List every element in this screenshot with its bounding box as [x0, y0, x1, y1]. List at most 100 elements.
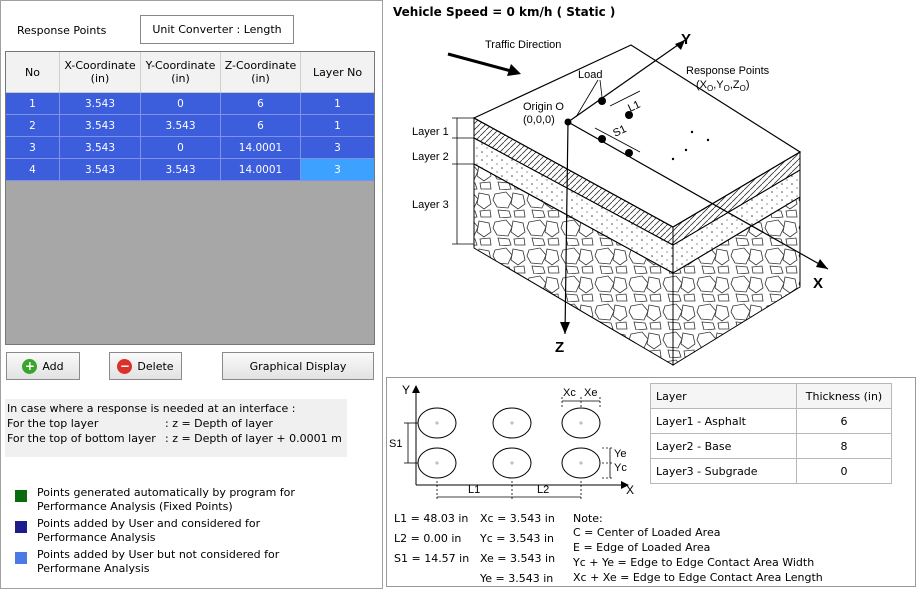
plus-icon: +: [22, 358, 38, 374]
unit-converter-button[interactable]: Unit Converter : Length: [140, 15, 294, 44]
info-top-value: : z = Depth of layer: [165, 417, 273, 430]
coord-x: (X: [696, 79, 708, 91]
s1-dim-line: [594, 127, 641, 153]
traffic-arrow-head: [507, 64, 521, 76]
z-axis-arrow: [560, 322, 570, 334]
note-c: C = Center of Loaded Area: [573, 526, 721, 539]
cell-no[interactable]: 3: [6, 137, 60, 159]
bottom-x-axis-label: X: [626, 483, 634, 497]
cell-z[interactable]: 6: [221, 93, 301, 115]
l1-dim-line: [609, 90, 641, 107]
table-row[interactable]: 3 3.543 0 14.0001 3: [6, 137, 374, 159]
l2-value: L2 = 0.00 in: [394, 532, 462, 545]
col-header-z[interactable]: Z-Coordinate (in): [221, 52, 301, 92]
response-points-label: Response Points: [686, 65, 770, 77]
cell-z[interactable]: 14.0001: [221, 159, 301, 181]
yc-label: Yc: [614, 462, 627, 474]
legend-text: Points generated automatically by progra…: [37, 486, 295, 513]
layer-thickness[interactable]: 8: [796, 433, 892, 459]
xe-value: Xe = 3.543 in: [480, 552, 556, 565]
legend-item: Points added by User and considered for …: [15, 517, 305, 545]
y-axis-line: [567, 39, 686, 123]
load-label: Load: [578, 69, 602, 81]
xc-value: Xc = 3.543 in: [480, 512, 555, 525]
l1-value: L1 = 48.03 in: [394, 512, 469, 525]
layer-thickness[interactable]: 6: [796, 408, 892, 434]
center-marks: [435, 421, 583, 465]
legend-text: Points added by User and considered for …: [37, 517, 261, 544]
traffic-direction-label: Traffic Direction: [485, 39, 561, 51]
legend-swatch-blue: [15, 552, 27, 564]
ye-label: Ye: [614, 448, 626, 460]
layer-name: Layer2 - Base: [650, 433, 797, 459]
note-yc-ye: Yc + Ye = Edge to Edge Contact Area Widt…: [573, 556, 815, 569]
table-row[interactable]: 1 3.543 0 6 1: [6, 93, 374, 115]
coord-z: ,Z: [730, 79, 740, 91]
add-button[interactable]: + Add: [6, 352, 80, 380]
header-layer: Layer: [650, 383, 797, 409]
table-row[interactable]: Layer2 - Base 8: [650, 433, 892, 459]
coord-close: ): [746, 79, 750, 91]
sub-o: O: [740, 84, 746, 93]
cell-no[interactable]: 2: [6, 115, 60, 137]
col-header-x[interactable]: X-Coordinate (in): [60, 52, 141, 92]
col-header-layer[interactable]: Layer No: [312, 65, 363, 79]
load-point: [598, 97, 606, 105]
cell-x[interactable]: 3.543: [60, 159, 141, 181]
load-point: [598, 135, 606, 143]
cell-y[interactable]: 3.543: [141, 159, 221, 181]
interface-info-box: In case where a response is needed at an…: [5, 399, 347, 457]
note-title: Note:: [573, 512, 603, 525]
col-header-y[interactable]: Y-Coordinate (in): [141, 52, 221, 92]
table-row[interactable]: Layer1 - Asphalt 6: [650, 408, 892, 434]
response-point: [684, 148, 688, 152]
layer-thickness[interactable]: 0: [796, 458, 892, 484]
cell-x[interactable]: 3.543: [60, 93, 141, 115]
table-row[interactable]: 4 3.543 3.543 14.0001 3: [6, 159, 374, 181]
table-header-row: Layer Thickness (in): [650, 383, 892, 409]
cell-layer[interactable]: 3: [301, 137, 374, 159]
cell-y[interactable]: 3.543: [141, 115, 221, 137]
x-axis-line: [567, 121, 829, 270]
cell-no[interactable]: 4: [6, 159, 60, 181]
col-header-no[interactable]: No: [6, 52, 60, 92]
s1-value: S1 = 14.57 in: [394, 552, 470, 565]
cell-y[interactable]: 0: [141, 137, 221, 159]
y-axis-label: Y: [681, 31, 691, 48]
cell-no[interactable]: 1: [6, 93, 60, 115]
z-axis-line: [564, 121, 569, 335]
info-line: In case where a response is needed at an…: [7, 402, 296, 415]
y-axis-arrow: [675, 40, 685, 50]
pavement-3d-diagram: Y X Z Traffic Direction Load Origin O (0…: [412, 31, 829, 366]
ye-value: Ye = 3.543 in: [480, 572, 554, 585]
response-points-grid: No X-Coordinate (in) Y-Coordinate (in) Z…: [5, 51, 375, 345]
layer-thickness-table: Layer Thickness (in) Layer1 - Asphalt 6 …: [650, 383, 892, 484]
load-leader: [599, 79, 603, 98]
note-xc-xe: Xc + Xe = Edge to Edge Contact Area Leng…: [573, 571, 823, 584]
cell-x[interactable]: 3.543: [60, 137, 141, 159]
s1-label: S1: [611, 123, 628, 140]
cell-layer-selected[interactable]: 3: [301, 159, 374, 181]
cell-layer[interactable]: 1: [301, 115, 374, 137]
cell-layer[interactable]: 1: [301, 93, 374, 115]
table-row[interactable]: 2 3.543 3.543 6 1: [6, 115, 374, 137]
l2-label: L2: [537, 484, 549, 496]
delete-button[interactable]: − Delete: [109, 352, 182, 380]
load-point: [625, 111, 633, 119]
info-top-label: For the top layer: [7, 417, 99, 430]
graphical-display-button[interactable]: Graphical Display: [222, 352, 374, 380]
cell-z[interactable]: 6: [221, 115, 301, 137]
layer2-label: Layer 2: [412, 151, 449, 163]
cell-z[interactable]: 14.0001: [221, 137, 301, 159]
origin-point: [564, 118, 572, 126]
vehicle-speed-label: Vehicle Speed = 0 km/h ( Static ): [393, 5, 616, 19]
table-row[interactable]: Layer3 - Subgrade 0: [650, 458, 892, 484]
l1-label: L1: [626, 99, 642, 115]
traffic-arrow-line: [447, 52, 516, 74]
info-bottom-value: : z = Depth of layer + 0.0001 m: [165, 432, 342, 445]
cell-y[interactable]: 0: [141, 93, 221, 115]
legend-swatch-navy: [15, 521, 27, 533]
cell-x[interactable]: 3.543: [60, 115, 141, 137]
load-point: [625, 149, 633, 157]
delete-label: Delete: [137, 359, 174, 373]
